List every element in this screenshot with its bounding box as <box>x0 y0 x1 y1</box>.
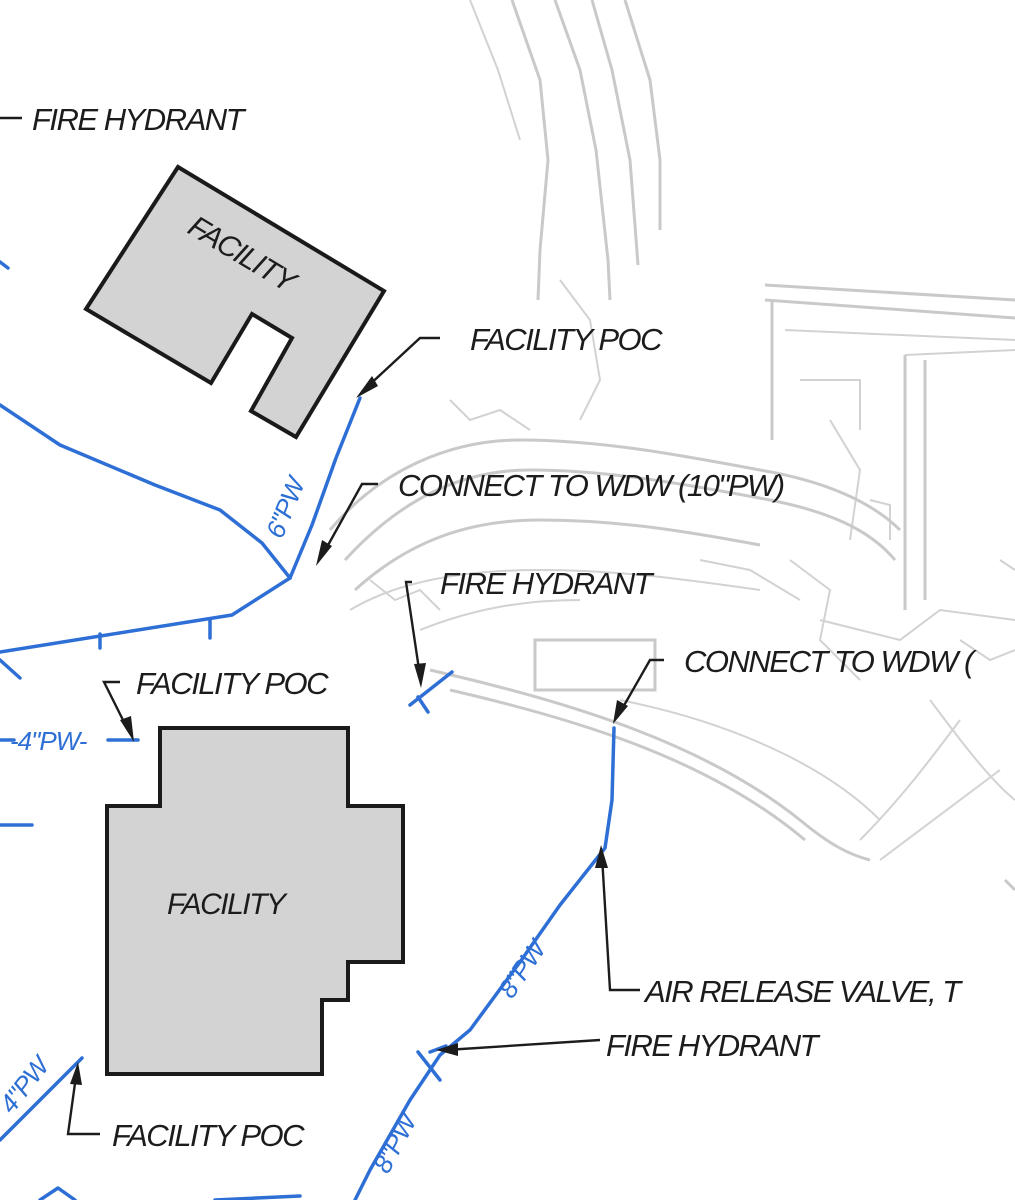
label-facility-poc-bottom: FACILITY POC <box>112 1118 305 1153</box>
facility-lower-outline <box>105 726 405 1076</box>
label-fire-hydrant-bottom: FIRE HYDRANT <box>606 1028 821 1063</box>
facility-upper-outline <box>83 164 387 440</box>
label-air-release-valve: AIR RELEASE VALVE, T <box>643 974 963 1009</box>
pipe-main-lower <box>0 576 292 654</box>
existing-site-linework <box>328 0 1015 892</box>
fire-hydrant-symbol-mid-2 <box>416 695 430 714</box>
facility-lower: FACILITY <box>105 726 405 1076</box>
facility-upper: FACILITY <box>83 164 387 440</box>
fire-hydrant-symbol-lower <box>416 1050 442 1082</box>
pipe-bottom-edge-2 <box>213 1194 302 1200</box>
facility-lower-label: FACILITY <box>167 888 288 921</box>
label-connect-wdw-upper: CONNECT TO WDW (10"PW) <box>398 468 784 503</box>
pipe-label-8in-upper: 8"PW <box>492 933 553 1004</box>
pipe-bottom-edge <box>38 1186 77 1200</box>
pipe-left-stub-1 <box>0 658 22 680</box>
label-fire-hydrant-mid: FIRE HYDRANT <box>440 566 655 601</box>
pipe-label-8in-lower: 8"PW <box>367 1106 424 1178</box>
pipe-label-4in-bottom: 4"PW <box>0 1049 57 1119</box>
pipe-label-6in: 6"PW <box>260 471 312 543</box>
annotation-leaders <box>0 116 664 1136</box>
pipe-label-4in-mid: -4"PW- <box>10 726 88 756</box>
label-connect-wdw-right: CONNECT TO WDW ( <box>684 644 977 679</box>
label-facility-poc-upper: FACILITY POC <box>470 322 663 357</box>
pipe-8in-line <box>353 726 616 1200</box>
label-facility-poc-mid: FACILITY POC <box>136 666 329 701</box>
fire-hydrant-symbol-lower-2 <box>428 1044 448 1054</box>
pipe-main-upper <box>0 403 292 580</box>
pipe-4in-bottom <box>0 1056 84 1142</box>
fire-hydrant-symbol-mid <box>408 670 454 707</box>
label-fire-hydrant-top: FIRE HYDRANT <box>32 102 247 137</box>
pipe-6in-branch <box>288 396 362 580</box>
pipe-left-stub-3 <box>0 260 10 270</box>
